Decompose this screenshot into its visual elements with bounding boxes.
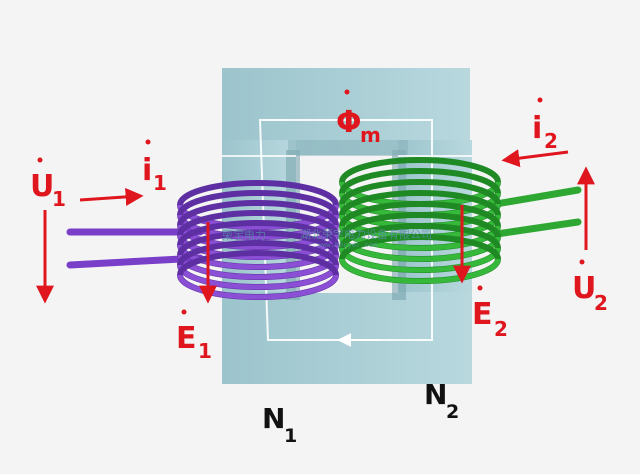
i1-subscript: 1 bbox=[153, 171, 167, 195]
u2-symbol: U bbox=[572, 271, 596, 306]
e2-symbol: E bbox=[472, 297, 493, 332]
e1-subscript: 1 bbox=[198, 339, 212, 363]
primary-coil bbox=[66, 180, 339, 300]
n2-subscript: 2 bbox=[446, 401, 459, 423]
primary-coil-turn-front bbox=[177, 274, 339, 300]
secondary-coil-turn-front bbox=[339, 247, 501, 273]
watermark: 荣宇电力 湖北荣宇电力设备有限公司 www.hbrydl.com bbox=[222, 227, 432, 249]
u2-label: U 2 bbox=[572, 259, 608, 315]
flux-symbol: Φ bbox=[336, 105, 362, 140]
e2-label: E 2 bbox=[472, 285, 508, 341]
primary-coil-turn-front bbox=[177, 264, 339, 290]
n2-symbol: N bbox=[424, 378, 447, 411]
n1-subscript: 1 bbox=[284, 425, 297, 447]
i2-label: i 2 bbox=[532, 97, 558, 153]
secondary-coil bbox=[339, 157, 582, 284]
u1-subscript: 1 bbox=[52, 187, 66, 211]
i1-label: i 1 bbox=[142, 139, 167, 195]
e1-symbol: E bbox=[176, 321, 197, 356]
flux-subscript: m bbox=[360, 123, 381, 147]
u1-label: U 1 bbox=[30, 157, 66, 211]
i2-arrow bbox=[501, 149, 569, 168]
i2-symbol: i bbox=[532, 111, 542, 146]
watermark-company: 湖北荣宇电力设备有限公司 bbox=[300, 227, 432, 241]
secondary-lead-top bbox=[486, 186, 582, 209]
core-bottom-yoke bbox=[222, 292, 472, 384]
i1-arrow bbox=[79, 187, 144, 206]
i2-subscript: 2 bbox=[544, 129, 558, 153]
secondary-lead-bottom bbox=[486, 218, 582, 239]
secondary-coil-turn-front bbox=[339, 258, 501, 284]
e1-label: E 1 bbox=[176, 309, 212, 363]
e2-subscript: 2 bbox=[494, 317, 508, 341]
watermark-url: www.hbrydl.com bbox=[318, 241, 377, 249]
n2-label: N 2 bbox=[424, 378, 459, 423]
n1-symbol: N bbox=[262, 402, 285, 435]
flux-label: Φ m bbox=[336, 89, 381, 147]
watermark-brand: 荣宇电力 bbox=[222, 229, 266, 242]
i1-symbol: i bbox=[142, 153, 152, 188]
u2-subscript: 2 bbox=[594, 291, 608, 315]
n1-label: N 1 bbox=[262, 402, 297, 447]
u1-symbol: U bbox=[30, 169, 54, 204]
arrows bbox=[36, 149, 595, 304]
